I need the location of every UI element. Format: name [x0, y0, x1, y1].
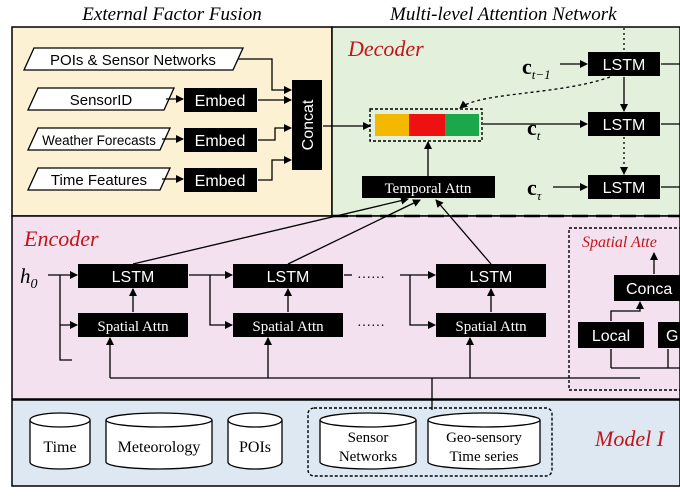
- embed-label-3: Embed: [195, 173, 246, 190]
- cylinder-sensor-networks: Sensor Networks: [319, 412, 417, 470]
- temporal-attn-label: Temporal Attn: [385, 181, 472, 197]
- input-sensorid: [26, 87, 176, 111]
- decoder-lstm-2: [588, 112, 660, 136]
- spatial-attn-label-2: Spatial Attn: [252, 319, 324, 335]
- header-external-factor-fusion: External Factor Fusion: [81, 4, 261, 25]
- arrow-lstm1-temporal: [132, 196, 409, 265]
- context-c-t-minus-1: ct−1: [522, 54, 551, 82]
- encoder-lstm-1: [78, 264, 188, 288]
- embed-label-1: Embed: [195, 93, 246, 110]
- cylinder-label-sensor-2: Networks: [339, 449, 397, 465]
- embed-block-1: [184, 88, 257, 112]
- panel-local-label: Local: [592, 328, 630, 345]
- spatial-attn-label-3: Spatial Attn: [455, 319, 527, 335]
- encoder-lstm-label-1: LSTM: [112, 269, 155, 286]
- cylinder-time: Time: [29, 412, 91, 470]
- context-sub-tau: τ: [537, 188, 543, 203]
- grouped-inputs-box: [307, 407, 553, 477]
- decoder-lstm-label-1: LSTM: [603, 57, 646, 74]
- panel-local-block: [578, 322, 644, 348]
- input-label-pois: POIs & Sensor Networks: [50, 52, 216, 69]
- embed-label-2: Embed: [195, 133, 246, 150]
- panel-concat-block: [614, 275, 680, 301]
- feedback-lstm1-sa2: [209, 275, 233, 329]
- cylinder-label-pois: POIs: [239, 439, 271, 456]
- cylinder-label-meteorology: Meteorology: [118, 439, 201, 456]
- feedback-lstm2-sa3: [409, 275, 436, 329]
- cylinder-label-time: Time: [43, 439, 76, 456]
- input-label-time: Time Features: [51, 172, 147, 189]
- input-pois-sensor-networks: [22, 47, 245, 71]
- encoder-lstm-label-2: LSTM: [267, 269, 310, 286]
- context-sub-t: t: [537, 128, 541, 143]
- context-c-tau: cτ: [527, 175, 543, 203]
- dashed-lstm-to-fusion: [459, 76, 611, 109]
- fusion-segment-red: [409, 114, 445, 136]
- input-label-weather: Weather Forecasts: [42, 133, 156, 148]
- external-inputs: POIs & Sensor Networks SensorID Weather …: [22, 47, 245, 191]
- encoder-panel: [11, 215, 680, 400]
- cylinder-pois: POIs: [227, 412, 283, 470]
- external-concat-label: Concat: [300, 99, 317, 150]
- panel-global-block: [658, 322, 680, 348]
- decoder-lstm-label-3: LSTM: [603, 180, 646, 197]
- ellipsis-spatial: ······: [357, 319, 385, 334]
- decoder-title: Decoder: [347, 36, 424, 61]
- model-input-title: Model I: [594, 426, 666, 451]
- line-local-concat: [610, 301, 644, 321]
- cylinder-geo-sensory: Geo-sensory Time series: [427, 412, 541, 470]
- spatial-attn-3: [436, 313, 546, 337]
- cylinder-meteorology: Meteorology: [105, 412, 213, 470]
- embed-block-2: [184, 128, 257, 152]
- external-concat-block: [292, 80, 322, 170]
- encoder-title: Encoder: [23, 226, 99, 251]
- encoder-lstm-2: [233, 264, 343, 288]
- panel-concat-label: Conca: [626, 281, 672, 298]
- spatial-attn-2: [233, 313, 343, 337]
- context-c-t: ct: [527, 115, 541, 143]
- encoder-lstm-label-3: LSTM: [470, 269, 513, 286]
- spatial-attn-detail-title: Spatial Atte: [582, 234, 657, 251]
- arrow-lstm2-temporal: [287, 199, 421, 265]
- line-embed3-concat: [258, 156, 292, 181]
- encoder-lstm-3: [436, 264, 546, 288]
- arrow-lstm3-temporal: [435, 199, 492, 265]
- decoder-lstm-1: [588, 52, 660, 76]
- spatial-attn-1: [78, 313, 188, 337]
- ellipsis-lstm: ······: [357, 271, 385, 286]
- input-label-sensorid: SensorID: [70, 92, 133, 109]
- embed-block-3: [184, 168, 257, 192]
- cylinder-label-geo-1: Geo-sensory: [446, 430, 522, 446]
- input-time-features: [26, 167, 172, 191]
- line-embed2-concat: [258, 124, 292, 141]
- cylinder-label-geo-2: Time series: [449, 449, 518, 465]
- temporal-attn-block: [362, 176, 495, 198]
- feedback-h0-sa1: [59, 275, 72, 361]
- fusion-segment-yellow: [375, 114, 409, 136]
- input-weather-forecasts: [26, 127, 172, 151]
- spatial-attn-label-1: Spatial Attn: [97, 319, 169, 335]
- header-multi-level-attention: Multi-level Attention Network: [389, 4, 617, 25]
- fusion-segment-green: [445, 114, 479, 136]
- panel-global-label: G: [666, 328, 678, 345]
- cylinder-label-sensor-1: Sensor: [348, 430, 389, 446]
- h0-label: h0: [20, 264, 38, 292]
- decoder-lstm-3: [588, 175, 660, 199]
- context-sub-t-minus-1: t−1: [532, 67, 551, 82]
- decoder-lstm-label-2: LSTM: [603, 117, 646, 134]
- line-pois-concat: [238, 58, 292, 94]
